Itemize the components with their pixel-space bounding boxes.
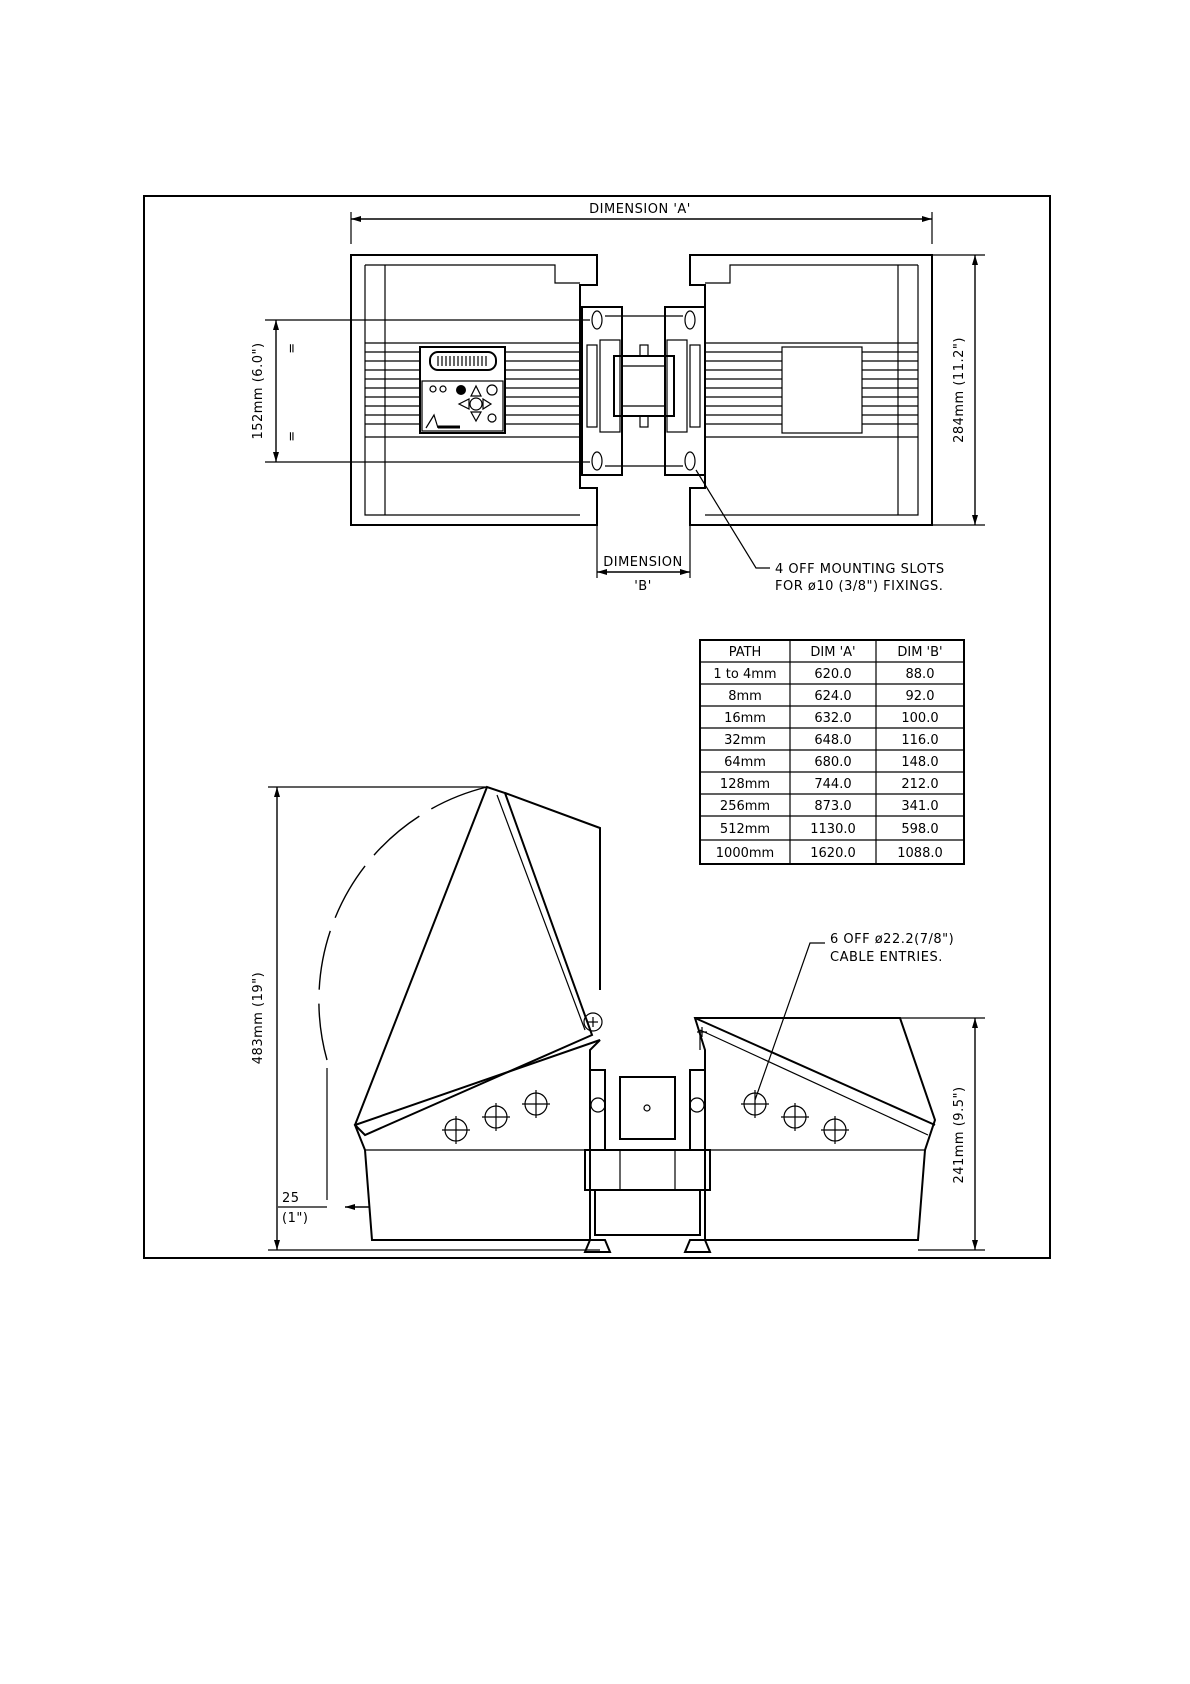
mount-foot [683, 1239, 712, 1253]
dim-25-label: 25 [282, 1191, 300, 1206]
drawing-border [143, 195, 1051, 1259]
mounting-note-line2: FOR ø10 (3/8") FIXINGS. [775, 579, 943, 594]
top-view: DIMENSION 'A' [251, 199, 985, 594]
cable-leader [754, 942, 825, 1101]
table-cell: 212.0 [901, 777, 938, 792]
left-cooling-fins [365, 351, 580, 425]
equal-mark: = [285, 430, 300, 441]
right-unit-top [689, 254, 933, 526]
table-cell: 1000mm [716, 846, 774, 861]
dim-483-label: 483mm (19") [251, 972, 266, 1064]
left-unit-body [353, 1039, 601, 1241]
table-cell: 116.0 [901, 733, 938, 748]
table-cell: 598.0 [901, 822, 938, 837]
table-cell: 680.0 [814, 755, 851, 770]
table-cell: 873.0 [814, 799, 851, 814]
right-cooling-fins [705, 351, 918, 425]
table-cell: 624.0 [814, 689, 851, 704]
table-header-dim-b: DIM 'B' [897, 645, 942, 660]
dimension-b-label: DIMENSION [603, 555, 683, 570]
table-cell: 1130.0 [810, 822, 856, 837]
side-view: 483mm (19") 25 (1") 241mm (9.5") 6 OFF ø… [251, 785, 985, 1253]
table-cell: 1 to 4mm [713, 667, 776, 682]
dim-152-label: 152mm (6.0") [251, 342, 266, 439]
right-unit-body [693, 1017, 937, 1241]
mount-foot [583, 1239, 612, 1253]
table-cell: 620.0 [814, 667, 851, 682]
table-cell: 32mm [724, 733, 766, 748]
cable-note-line2: CABLE ENTRIES. [830, 950, 943, 965]
table-header-dim-a: DIM 'A' [810, 645, 855, 660]
table-cell: 16mm [724, 711, 766, 726]
table-cell: 341.0 [901, 799, 938, 814]
lid-swing-arc [318, 786, 488, 1061]
mounting-slot [591, 451, 603, 471]
dimension-a-label: DIMENSION 'A' [589, 202, 691, 217]
mounting-slot [591, 310, 603, 330]
mounting-slot [684, 451, 696, 471]
table-cell: 648.0 [814, 733, 851, 748]
dim-284-label: 284mm (11.2") [952, 337, 967, 443]
table-cell: 744.0 [814, 777, 851, 792]
table-cell: 148.0 [901, 755, 938, 770]
right-cable-entries [741, 1090, 849, 1144]
dim-241-label: 241mm (9.5") [952, 1086, 967, 1183]
left-unit-top [350, 254, 598, 526]
dim-25-label-sub: (1") [282, 1211, 308, 1226]
table-cell: 88.0 [906, 667, 935, 682]
table-cell: 1088.0 [897, 846, 943, 861]
side-flow-cell [619, 1076, 676, 1140]
mounting-slot [684, 310, 696, 330]
left-cable-entries [442, 1090, 550, 1144]
mounting-brackets [581, 306, 706, 476]
table-cell: 632.0 [814, 711, 851, 726]
table-cell: 92.0 [906, 689, 935, 704]
right-unit-window [781, 346, 863, 434]
side-mount-center [583, 1069, 712, 1253]
equal-mark: = [285, 342, 300, 353]
table-header-path: PATH [729, 645, 762, 660]
dimension-table: PATH DIM 'A' DIM 'B' 1 to 4mm 620.0 88.0… [699, 639, 965, 865]
dimension-b-label-sub: 'B' [634, 579, 652, 594]
left-open-lid [353, 785, 594, 1137]
control-panel [419, 346, 506, 434]
cable-note-line1: 6 OFF ø22.2(7/8") [830, 932, 954, 947]
table-cell: 100.0 [901, 711, 938, 726]
table-cell: 8mm [728, 689, 762, 704]
table-cell: 256mm [720, 799, 770, 814]
table-cell: 128mm [720, 777, 770, 792]
mounting-note-line1: 4 OFF MOUNTING SLOTS [775, 562, 945, 577]
table-cell: 64mm [724, 755, 766, 770]
table-cell: 512mm [720, 822, 770, 837]
mounting-leader [695, 469, 770, 569]
table-cell: 1620.0 [810, 846, 856, 861]
